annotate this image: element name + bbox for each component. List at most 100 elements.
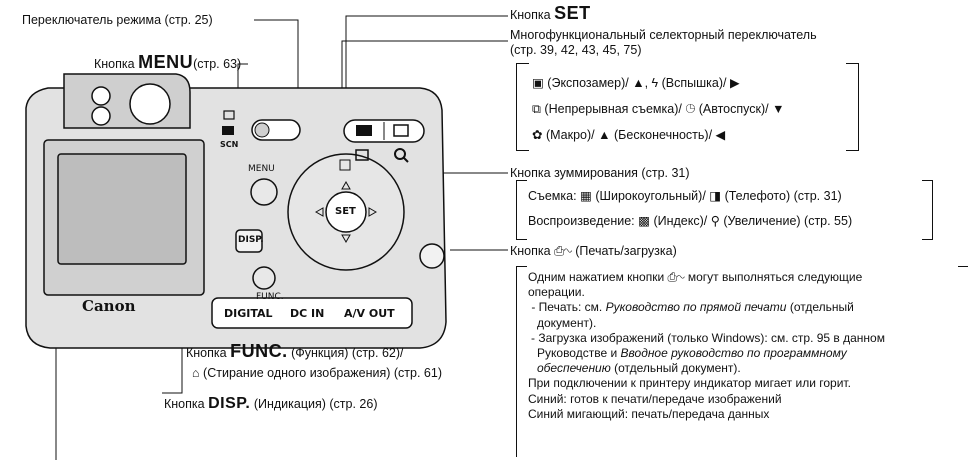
trash-icon: ⌂ <box>192 366 200 380</box>
selector-right-arrow <box>368 207 378 217</box>
jack-dcin-label: DC IN <box>290 307 325 320</box>
print-button-callout: Кнопка ⎙∿ (Печать/загрузка) <box>510 244 677 259</box>
up-arrow-icon: ▲ <box>632 76 645 90</box>
print-share-icon: ⎙∿ <box>554 244 572 258</box>
indicator-lamp-bottom <box>91 106 111 126</box>
erase-single-callout: ⌂ (Стирание одного изображения) (стр. 61… <box>192 366 442 381</box>
set-button-label[interactable]: SET <box>335 206 356 217</box>
right-arrow-icon: ▶ <box>730 76 740 90</box>
selector-row-2: ⧉ (Непрерывная съемка)/ ◷ (Автоспуск)/ ▼ <box>532 96 784 122</box>
viewfinder-housing <box>63 73 191 129</box>
print-line-8: При подключении к принтеру индикатор миг… <box>528 376 851 391</box>
erase-callout-text: (Стирание одного изображения) (стр. 61) <box>203 366 442 380</box>
zoom-playback-label: Воспроизведение: <box>528 214 635 228</box>
zoom-tele-icon <box>393 124 409 137</box>
mode-switch-knob <box>254 122 270 138</box>
scn-mode-label: SCN <box>220 140 239 149</box>
left-arrow-icon: ◀ <box>715 128 726 142</box>
print-bracket-top-end <box>958 266 968 267</box>
indicator-lamp-top <box>91 86 111 106</box>
mode-switch-label: Переключатель режима (стр. 25) <box>22 13 213 27</box>
down-arrow-icon: ▼ <box>772 102 785 116</box>
print-line-6: Руководстве и Вводное руководство по про… <box>537 346 847 361</box>
magnify-icon <box>394 148 406 160</box>
print-line-1: Одним нажатием кнопки ⎙∿ могут выполнять… <box>528 270 863 284</box>
disp-button-callout: Кнопка DISP. (Индикация) (стр. 26) <box>164 396 377 412</box>
func-callout-prefix: Кнопка <box>186 346 227 360</box>
func-callout-suffix: (Функция) (стр. 62)/ <box>291 346 404 360</box>
camera-mode-icon <box>222 126 234 135</box>
jack-panel <box>211 297 413 329</box>
zoom-bracket-right <box>922 180 933 240</box>
print-line-5: - Загрузка изображений (только Windows):… <box>531 330 885 345</box>
zoom-wide-text: (Широкоугольный)/ <box>595 189 706 203</box>
selector-row-3: ✿ (Макро)/ ▲ (Бесконечность)/ ◀ <box>532 122 784 148</box>
zoom-box: Съемка: ▦ (Широкоугольный)/ ◨ (Телефото)… <box>528 184 852 234</box>
lcd-screen <box>57 153 187 265</box>
print-line-7: обеспечению (отдельный документ). <box>537 361 741 376</box>
print-line-3: - Печать: см. Руководство по прямой печа… <box>531 300 854 315</box>
disp-button-label[interactable]: DISP. <box>238 235 264 245</box>
print-bracket-left <box>516 266 527 457</box>
multi-selector-title: Многофункциональный селекторный переключ… <box>510 28 817 42</box>
metering-icon: ▣ <box>532 76 544 90</box>
continuous-icon: ⧉ <box>532 102 541 116</box>
tele-icon: ◨ <box>709 189 722 203</box>
zoom-button-label: Кнопка зуммирования (стр. 31) <box>510 166 690 180</box>
menu-callout-prefix: Кнопка <box>94 57 135 71</box>
menu-callout-suffix: (стр. 63) <box>193 57 242 71</box>
index-grid-icon: ▩ <box>638 214 650 228</box>
selector-bracket-left <box>516 63 529 151</box>
brand-logo: Canon <box>82 297 136 315</box>
print-line-10: Синий мигающий: печать/передача данных <box>528 406 770 421</box>
zoom-bracket-left <box>516 180 527 240</box>
index-icon <box>355 149 369 161</box>
selector-bracket-right <box>846 63 859 151</box>
func-button-label[interactable]: FUNC. <box>256 292 284 302</box>
selector-box: ▣ (Экспозамер)/ ▲, ϟ (Вспышка)/ ▶ ⧉ (Неп… <box>532 70 784 148</box>
disp-callout-suffix: (Индикация) (стр. 26) <box>253 397 378 411</box>
func-callout-name: FUNC. <box>230 341 288 361</box>
metering-small-icon <box>339 159 351 171</box>
wide-icon: ▦ <box>580 189 592 203</box>
func-button-callout: Кнопка FUNC. (Функция) (стр. 62)/ <box>186 341 404 361</box>
zoom-index-text: (Индекс)/ <box>653 214 708 228</box>
set-button-shape <box>325 191 367 233</box>
print-icon: ⎙∿ <box>667 270 685 284</box>
print-line-2: операции. <box>528 285 585 300</box>
menu-button-shape <box>250 178 278 206</box>
set-callout-name: SET <box>554 3 591 23</box>
jack-av-label: A/V OUT <box>344 307 395 320</box>
flash-icon: ϟ <box>651 76 659 90</box>
menu-button-callout: Кнопка MENU(стр. 63) <box>94 52 242 72</box>
print-line-9: Синий: готов к печати/передаче изображен… <box>528 391 782 406</box>
self-timer-icon: ◷ <box>685 102 696 116</box>
selector-row-1: ▣ (Экспозамер)/ ▲, ϟ (Вспышка)/ ▶ <box>532 70 784 96</box>
print-callout-prefix: Кнопка <box>510 244 551 258</box>
func-button-shape <box>252 266 276 290</box>
selector-infinity-text: (Бесконечность)/ <box>614 128 713 142</box>
set-callout-prefix: Кнопка <box>510 8 551 22</box>
selector-left-arrow <box>314 207 324 217</box>
selector-down-arrow <box>341 234 351 244</box>
selector-metering-text: (Экспозамер)/ <box>547 76 629 90</box>
print-callout-suffix: (Печать/загрузка) <box>575 244 677 258</box>
print-line-4: документ). <box>537 315 597 330</box>
print-panel: Одним нажатием кнопки ⎙∿ могут выполнять… <box>528 270 885 422</box>
menu-button-label[interactable]: MENU <box>248 164 275 174</box>
zoom-row-playback: Воспроизведение: ▩ (Индекс)/ ⚲ (Увеличен… <box>528 208 852 234</box>
leader-mode-switch <box>254 19 299 118</box>
multi-selector-pages: (стр. 39, 42, 43, 45, 75) <box>510 43 642 57</box>
macro-icon: ✿ <box>532 128 543 142</box>
selector-continuous-text: (Непрерывная съемка)/ <box>544 102 682 116</box>
disp-button-shape <box>235 229 263 253</box>
zoom-wide-icon <box>356 125 372 136</box>
disp-callout-name: DISP. <box>208 395 251 412</box>
menu-callout-name: MENU <box>138 52 194 72</box>
zoom-magnify-text: (Увеличение) (стр. 55) <box>723 214 853 228</box>
infinity-icon: ▲ <box>598 128 611 142</box>
viewfinder-window <box>129 83 171 125</box>
selector-timer-text: (Автоспуск)/ <box>698 102 769 116</box>
zoom-shooting-label: Съемка: <box>528 189 577 203</box>
